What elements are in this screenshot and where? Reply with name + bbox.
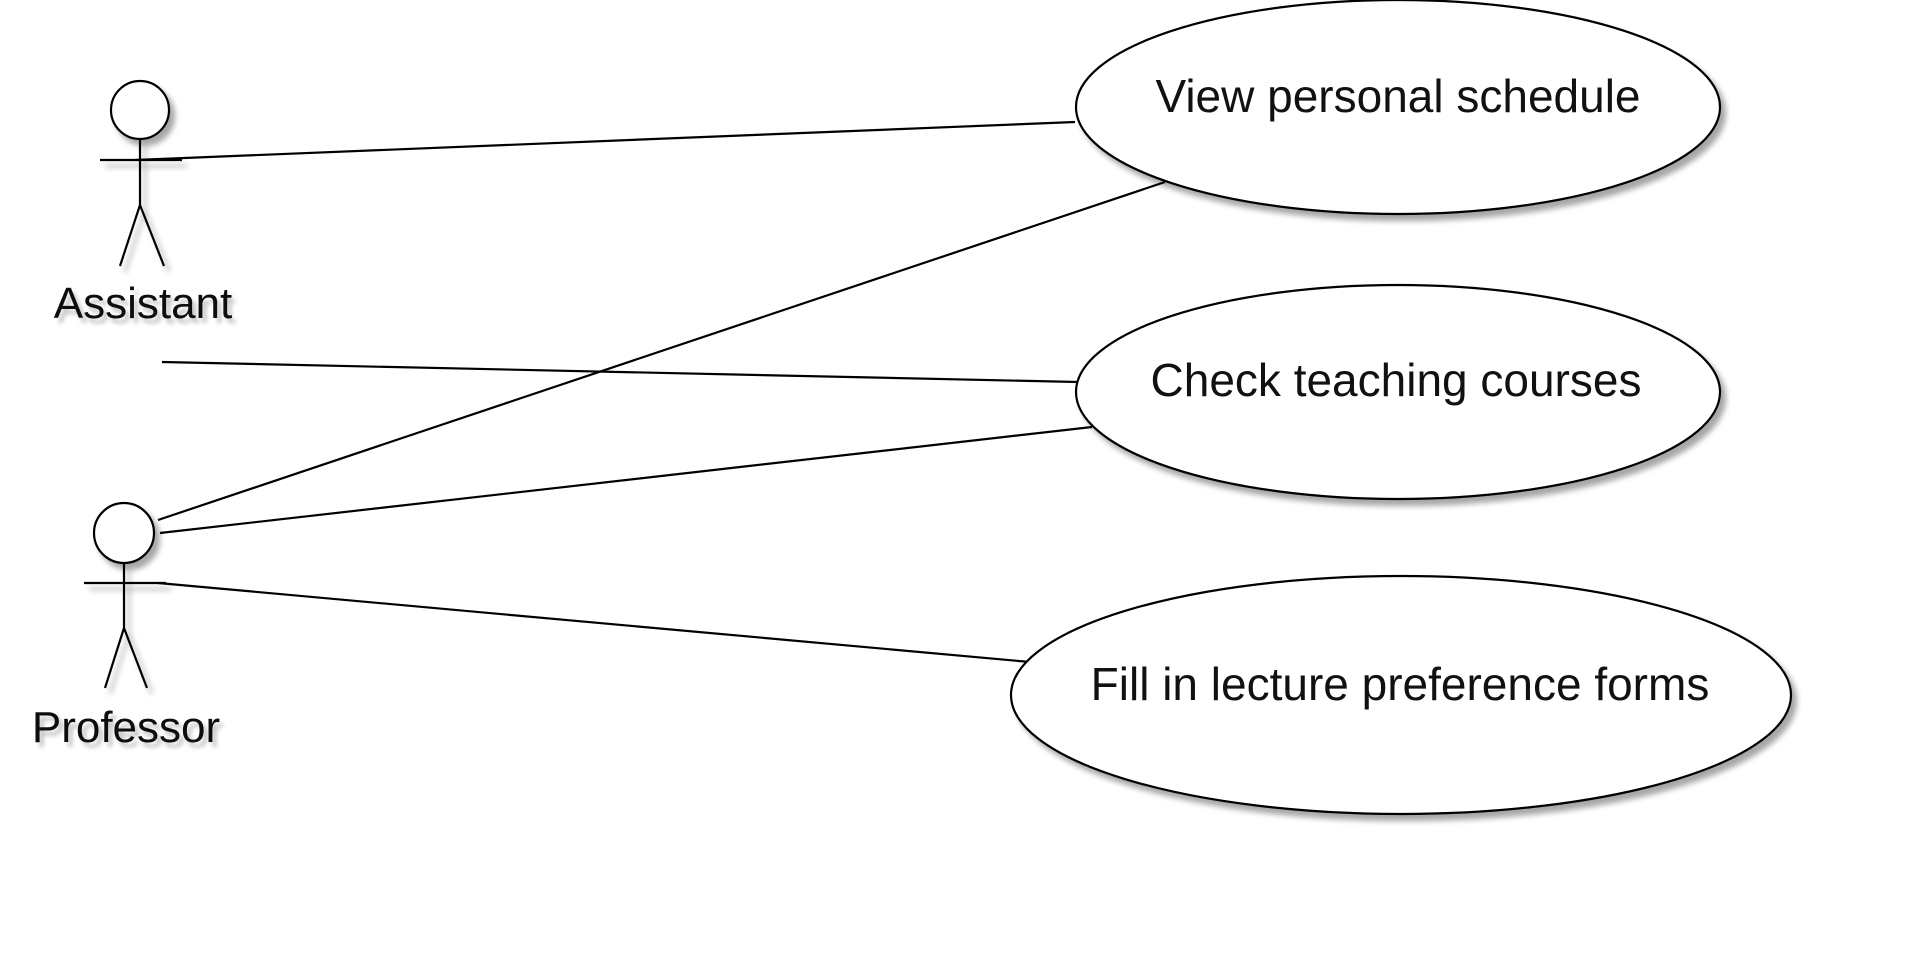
actor-label-professor: Professor	[32, 703, 220, 752]
use-case-fill-forms: Fill in lecture preference forms	[1009, 574, 1793, 816]
actor-professor: Professor	[32, 501, 220, 752]
use-case-ellipse	[1074, 0, 1722, 216]
use-case-label-check-courses: Check teaching courses	[1151, 354, 1642, 406]
stick-figure-icon	[84, 501, 166, 689]
association-assistant-view-schedule	[134, 120, 1076, 162]
use-case-ellipse	[1009, 574, 1793, 816]
associations	[134, 120, 1166, 664]
actor-label-assistant: Assistant	[54, 279, 233, 328]
association-professor-check-courses	[159, 425, 1093, 535]
use-case-view-schedule: View personal schedule	[1074, 0, 1722, 216]
association-professor-fill-forms	[157, 581, 1031, 664]
use-case-check-courses: Check teaching courses	[1074, 283, 1722, 501]
use-case-label-view-schedule: View personal schedule	[1155, 70, 1640, 122]
use-case-ellipse	[1074, 283, 1722, 501]
stick-figure-icon	[100, 79, 182, 267]
association-assistant-check-courses	[161, 360, 1079, 384]
use-case-label-fill-forms: Fill in lecture preference forms	[1091, 658, 1710, 710]
association-professor-view-schedule	[157, 180, 1166, 522]
actor-assistant: Assistant	[54, 79, 233, 328]
